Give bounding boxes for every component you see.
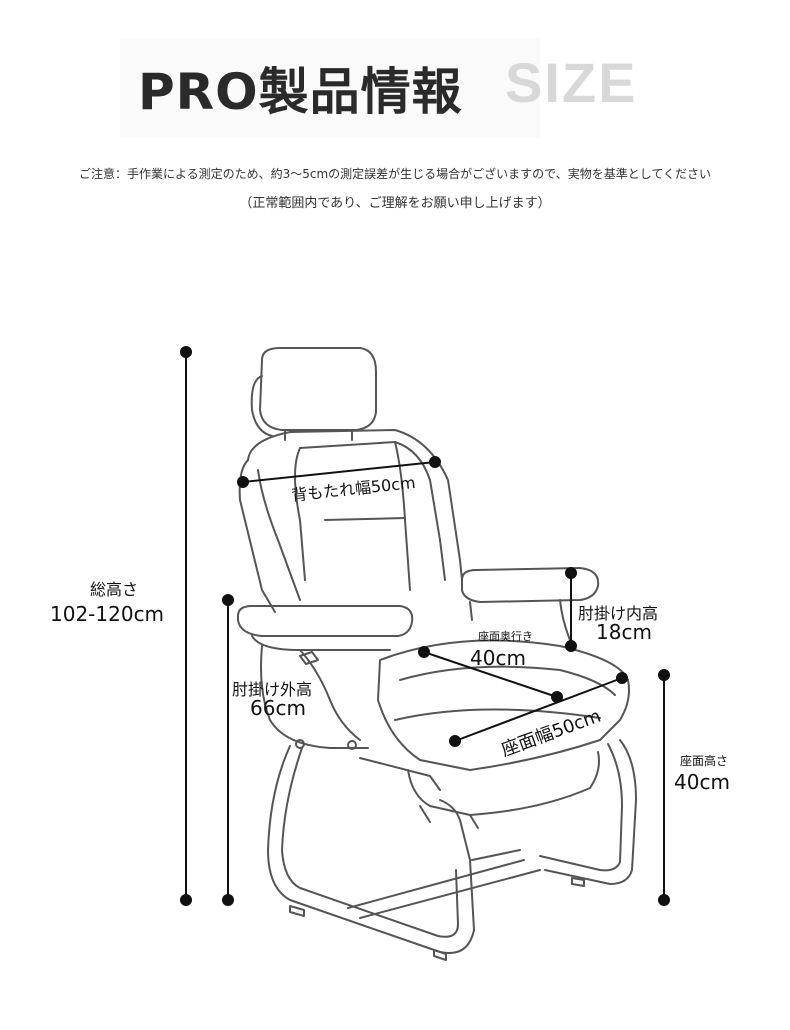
- seat-height-label: 座面高さ: [680, 754, 729, 768]
- seat-height-bottom-marker: [658, 894, 670, 906]
- armrest-inner-bottom-marker: [565, 640, 577, 652]
- seat-depth-label: 座面奥行き: [478, 630, 533, 643]
- seat-height-top-marker: [658, 669, 670, 681]
- total-height-bottom-marker: [180, 894, 192, 906]
- armrest-inner-top-marker: [565, 567, 577, 579]
- backrest-right-marker: [429, 456, 441, 468]
- seat-depth-value: 40cm: [470, 646, 526, 670]
- seat-width-right-marker: [616, 672, 628, 684]
- backrest-left-marker: [237, 476, 249, 488]
- seat-depth-front-marker: [418, 646, 430, 658]
- total-height-value: 102-120cm: [50, 602, 165, 626]
- armrest-outer-bottom-marker: [222, 894, 234, 906]
- total-height-label: 総高さ: [90, 580, 139, 599]
- armrest-inner-height-value: 18cm: [596, 620, 652, 644]
- page-title: PRO製品情報: [138, 63, 463, 121]
- armrest-inner-height-label: 肘掛け内高: [578, 604, 659, 623]
- seat-width-left-marker: [449, 735, 461, 747]
- size-heading: SIZE: [505, 51, 638, 114]
- armrest-outer-height-value: 66cm: [250, 696, 306, 720]
- measurement-note: ご注意：手作業による測定のため、約3～5cmの測定誤差が生じる場合がございますの…: [78, 167, 711, 181]
- seat-height-value: 40cm: [674, 770, 730, 794]
- measurement-lines: [180, 346, 670, 906]
- armrest-outer-top-marker: [222, 594, 234, 606]
- chair-illustration: [237, 347, 637, 961]
- total-height-top-marker: [180, 346, 192, 358]
- title-background: [120, 38, 540, 138]
- armrest-outer-height-label: 肘掛け外高: [232, 680, 313, 699]
- measurement-note-sub: （正常範囲内であり、ご理解をお願い申し上げます）: [239, 196, 551, 211]
